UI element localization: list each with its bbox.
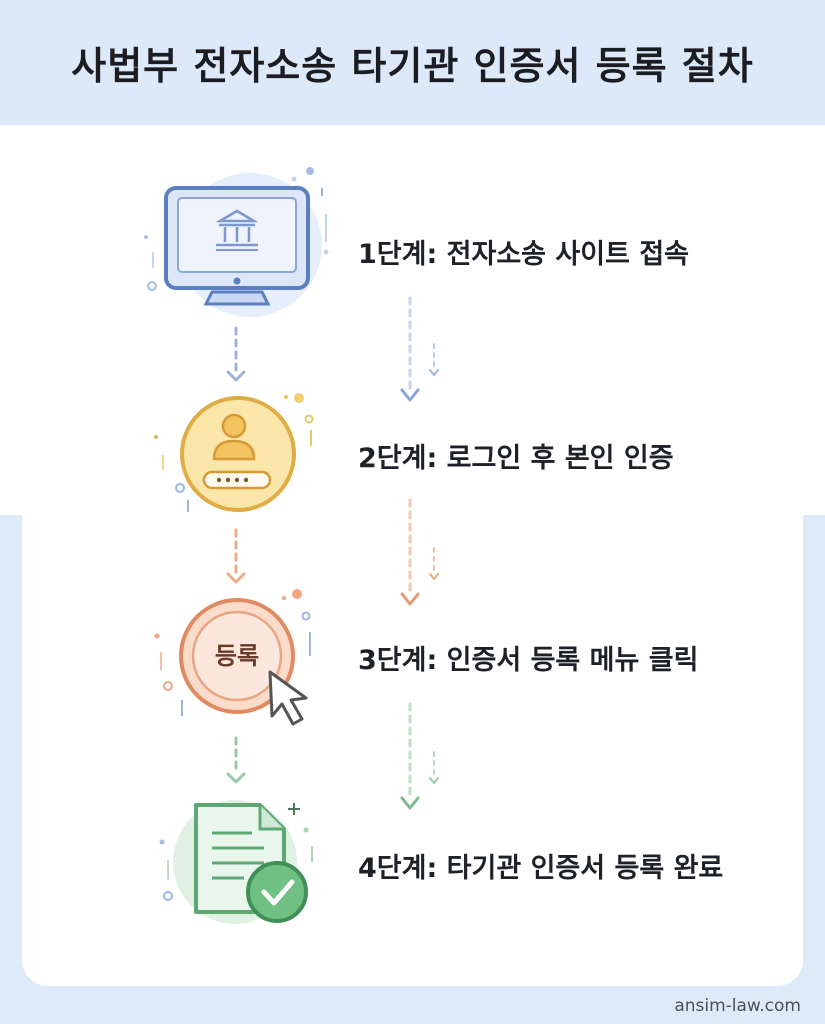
content-card-lower: [22, 510, 803, 986]
step-1-label: 1단계: 전자소송 사이트 접속: [358, 239, 690, 270]
monitor-courthouse-icon: [144, 167, 329, 317]
content-card-upper: [0, 125, 825, 515]
register-button-click-icon: 등록: [154, 589, 311, 726]
footer-website: ansim-law.com: [674, 996, 801, 1016]
page-title: 사법부 전자소송 타기관 인증서 등록 절차: [71, 44, 754, 88]
connector-arrows: [226, 296, 439, 810]
document-check-icon: [159, 800, 313, 924]
step-2-label: 2단계: 로그인 후 본인 인증: [358, 443, 674, 474]
header-banner: 사법부 전자소송 타기관 인증서 등록 절차: [0, 0, 825, 125]
step-3-label: 3단계: 인증서 등록 메뉴 클릭: [358, 645, 699, 676]
user-login-icon: [154, 393, 314, 512]
step-4-label: 4단계: 타기관 인증서 등록 완료: [358, 853, 724, 884]
register-button-text: 등록: [215, 642, 259, 670]
